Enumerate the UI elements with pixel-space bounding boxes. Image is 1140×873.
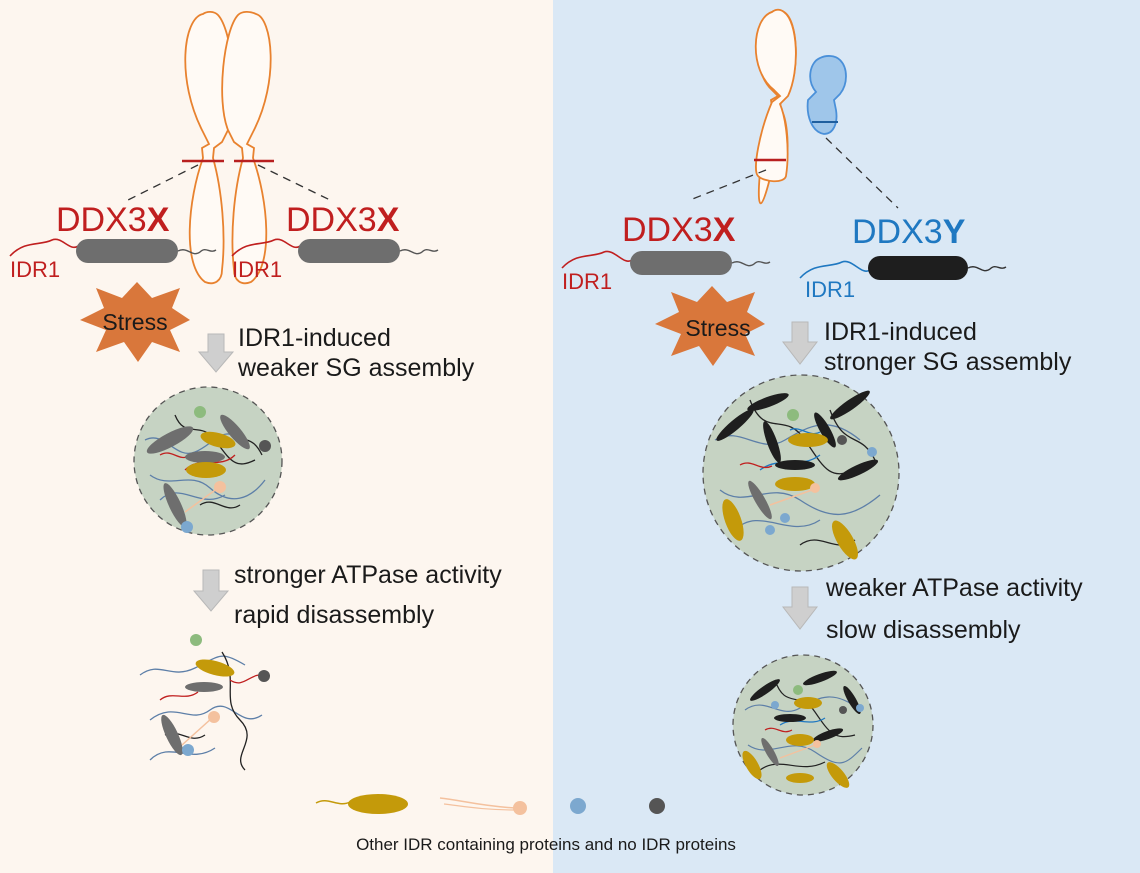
left-idr-label-1: IDR1: [10, 257, 60, 282]
legend-caption: Other IDR containing proteins and no IDR…: [356, 835, 736, 854]
right-ddx3y-protein: [799, 256, 1007, 280]
right-stress-granule: [702, 374, 900, 572]
right-connector-2: [825, 137, 899, 209]
left-stress-burst: [80, 282, 190, 362]
right-arrow-2: [781, 586, 819, 630]
left-gene-label-1: DDX3X: [56, 201, 170, 239]
gold-idr-protein-icon: [315, 794, 408, 814]
right-step2-line1: weaker ATPase activity: [825, 574, 1083, 602]
right-gene-label-2: DDX3Y: [852, 213, 966, 251]
right-idr-label-2: IDR1: [805, 277, 855, 302]
left-step1-line2: weaker SG assembly: [237, 354, 475, 382]
left-step2-line2: rapid disassembly: [234, 601, 435, 629]
left-ddx3x-protein-2: [231, 238, 439, 263]
left-step1-line1: IDR1-induced: [238, 324, 391, 352]
left-step2-line1: stronger ATPase activity: [234, 561, 502, 589]
right-compact-granule: [732, 654, 874, 796]
left-x-chromosome-2: [221, 10, 274, 285]
left-disassembled-granule: [139, 634, 270, 771]
left-stress-label: Stress: [102, 309, 167, 335]
right-step1-line2: stronger SG assembly: [824, 348, 1072, 376]
right-step2-line2: slow disassembly: [826, 616, 1021, 644]
right-gene-label-1: DDX3X: [622, 211, 736, 249]
left-arrow-2: [192, 569, 230, 612]
right-ddx3x-protein: [561, 250, 771, 275]
right-idr-label-1: IDR1: [562, 269, 612, 294]
peach-idr-protein-icon: [439, 797, 527, 815]
right-y-chromosome: [806, 55, 847, 135]
right-stress-label: Stress: [685, 315, 750, 341]
right-x-chromosome-arm: [754, 8, 797, 183]
left-arrow-1: [197, 333, 235, 373]
right-stress-burst: [655, 286, 765, 366]
left-ddx3x-protein-1: [9, 238, 217, 263]
blue-protein-dot-icon: [570, 798, 586, 814]
left-gene-label-2: DDX3X: [286, 201, 400, 239]
right-step1-line1: IDR1-induced: [824, 318, 977, 346]
left-idr-label-2: IDR1: [232, 257, 282, 282]
grey-protein-dot-icon: [649, 798, 665, 814]
left-stress-granule: [133, 386, 283, 536]
right-arrow-1: [781, 321, 819, 365]
